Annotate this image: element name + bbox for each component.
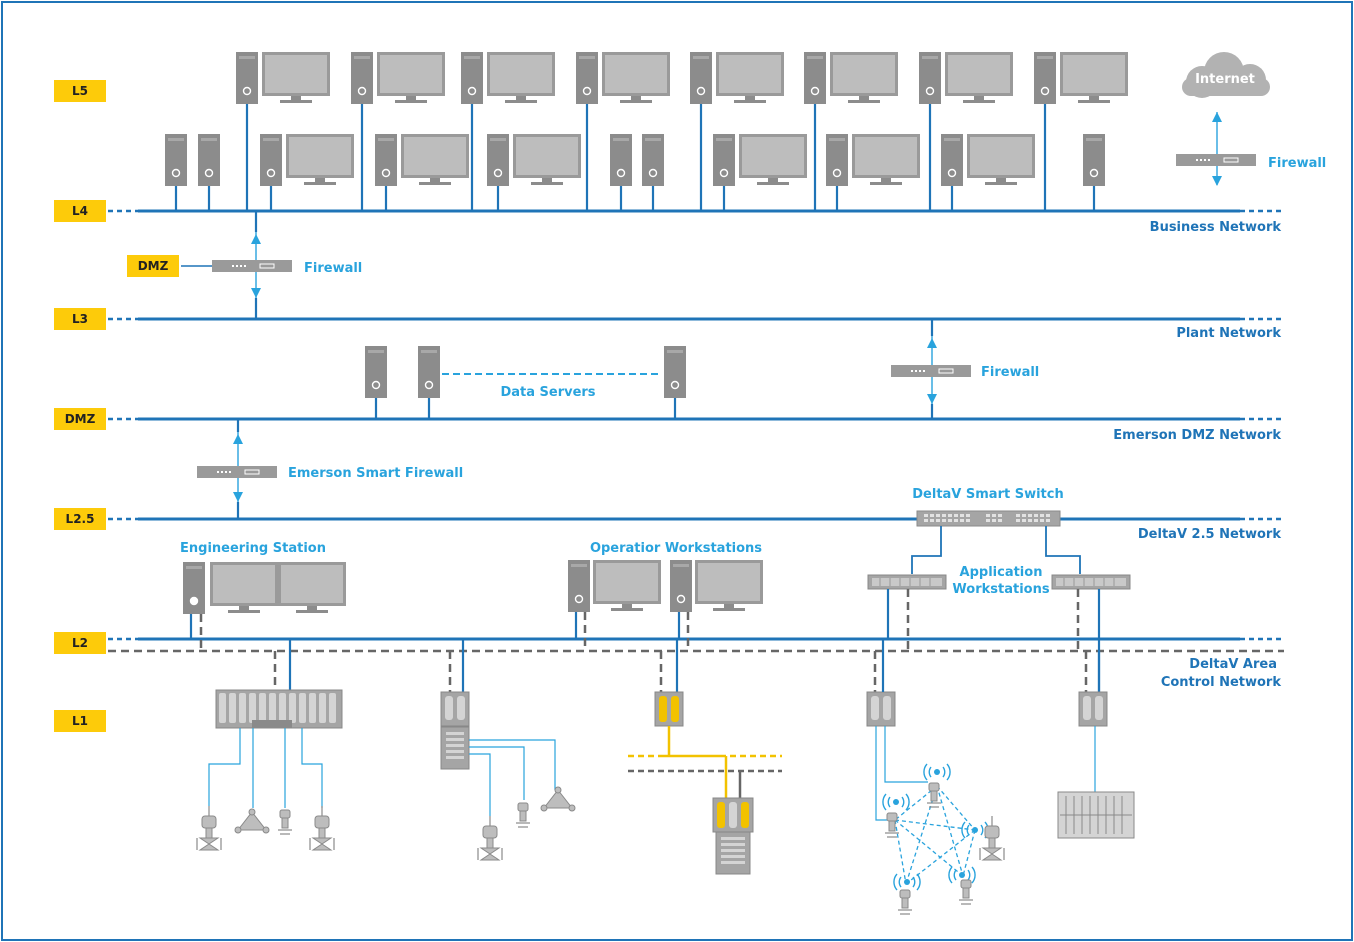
workstation-l5-7	[918, 51, 1013, 105]
deltav-smart-switch: DeltaV Smart Switch	[912, 487, 1064, 527]
business-drops	[174, 104, 1096, 211]
workstation-l5-5	[689, 51, 784, 105]
level-badge-dmz-upper: DMZ	[127, 255, 179, 277]
level-badge-l1: L1	[54, 710, 106, 732]
svg-text:L2.5: L2.5	[66, 512, 95, 526]
level-badge-l2-5: L2.5	[54, 508, 106, 530]
server-l4-3	[609, 133, 633, 187]
server-l4-5	[1082, 133, 1106, 187]
internet-label: Internet	[1195, 72, 1255, 87]
triangle-device-2	[540, 786, 576, 812]
business-network-label: Business Network	[1150, 220, 1282, 235]
deltav-smart-switch-label: DeltaV Smart Switch	[912, 487, 1063, 502]
triangle-device-1	[234, 808, 270, 834]
operator-workstations-label: Operatior Workstations	[590, 541, 762, 556]
valve-1	[196, 805, 222, 851]
controller-cluster-2	[440, 639, 576, 861]
level-badge-l4: L4	[54, 200, 106, 222]
wireless-transmitter-1	[923, 763, 951, 808]
workstation-l4-6	[940, 133, 1035, 187]
wireless-transmitter-3	[948, 866, 976, 905]
emerson-smart-firewall: Emerson Smart Firewall	[196, 419, 463, 519]
svg-text:L1: L1	[72, 714, 88, 728]
level-badge-l2: L2	[54, 632, 106, 654]
plant-network-label: Plant Network	[1176, 326, 1281, 341]
svg-text:DMZ: DMZ	[138, 259, 169, 273]
operator-workstations: Operatior Workstations	[567, 541, 763, 651]
application-workstations: Application Workstations	[867, 526, 1131, 651]
application-workstations-label-line1: Application	[960, 565, 1043, 580]
io-carrier-cluster-1	[196, 639, 343, 851]
svg-text:L4: L4	[72, 204, 88, 218]
workstation-l4-2	[374, 133, 469, 187]
io-rack-cluster-5	[1057, 639, 1135, 839]
firewall-internet: Firewall	[1175, 112, 1326, 186]
firewall-internet-label: Firewall	[1268, 156, 1326, 171]
server-l4-2	[197, 133, 221, 187]
workstation-l4-1	[259, 133, 354, 187]
workstation-l4-5	[825, 133, 920, 187]
workstation-l5-2	[350, 51, 445, 105]
level-badge-l5: L5	[54, 80, 106, 102]
valve-3	[477, 815, 503, 861]
engineering-station: Engineering Station	[180, 541, 346, 651]
wireless-transmitter-4	[893, 873, 921, 915]
workstation-l5-1	[235, 51, 330, 105]
engineering-station-label: Engineering Station	[180, 541, 326, 556]
area-control-network-label-line1: DeltaV Area	[1189, 657, 1277, 672]
workstation-l5-6	[803, 51, 898, 105]
fieldbus-cluster-3	[628, 639, 782, 875]
server-l4-4	[641, 133, 665, 187]
svg-text:L3: L3	[72, 312, 88, 326]
wireless-cluster-4	[866, 651, 1005, 915]
firewall-plant: Firewall	[890, 319, 1039, 419]
workstation-l4-4	[712, 133, 807, 187]
server-l4-1	[164, 133, 188, 187]
valve-2	[309, 805, 335, 851]
internet-cloud: Internet	[1182, 52, 1270, 98]
data-servers: Data Servers	[364, 345, 687, 419]
transmitter-1	[277, 809, 293, 835]
svg-text:L5: L5	[72, 84, 88, 98]
firewall-plant-label: Firewall	[981, 365, 1039, 380]
workstation-l5-8	[1033, 51, 1128, 105]
level-badge-l3: L3	[54, 308, 106, 330]
transmitter-2	[515, 802, 531, 828]
emerson-smart-firewall-label: Emerson Smart Firewall	[288, 466, 463, 481]
application-workstations-label-line2: Workstations	[952, 582, 1049, 597]
wireless-transmitter-2	[882, 793, 910, 838]
emerson-dmz-network-label: Emerson DMZ Network	[1113, 428, 1281, 443]
workstation-l5-4	[575, 51, 670, 105]
area-control-network-label-line2: Control Network	[1161, 675, 1282, 690]
workstation-l5-3	[460, 51, 555, 105]
svg-text:DMZ: DMZ	[65, 412, 96, 426]
firewall-dmz: Firewall	[181, 211, 362, 319]
workstation-l4-3	[486, 133, 581, 187]
deltav-25-network-label: DeltaV 2.5 Network	[1138, 527, 1281, 542]
firewall-dmz-label: Firewall	[304, 261, 362, 276]
level-badge-dmz-lower: DMZ	[54, 408, 106, 430]
svg-text:L2: L2	[72, 636, 88, 650]
data-servers-label: Data Servers	[500, 385, 595, 400]
